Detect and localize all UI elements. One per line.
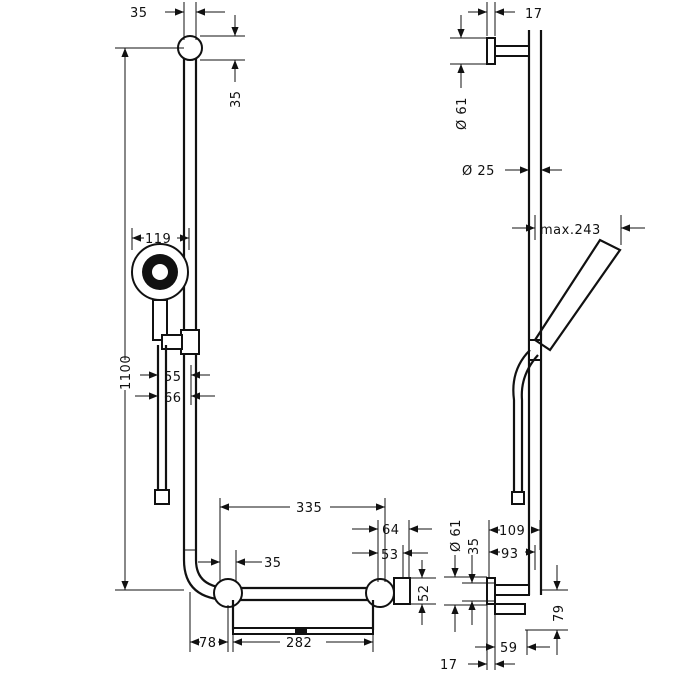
dim-93: 93	[501, 547, 519, 562]
hand-shower	[131, 243, 189, 505]
slider	[180, 329, 200, 355]
dim-78: 78	[199, 636, 217, 651]
side-view: 17 Ø 61 Ø 25 max.243 109 93 Ø 61 35	[440, 2, 645, 673]
dim-52: 52	[417, 584, 432, 602]
dim-79: 79	[552, 604, 567, 622]
dim-35-side: 35	[467, 537, 482, 555]
dim-55: 55	[164, 370, 182, 385]
side-rail	[486, 30, 543, 615]
dim-17-top: 17	[525, 7, 543, 22]
side-hand-shower	[511, 238, 622, 505]
dim-53: 53	[381, 548, 399, 563]
dim-1100: 1100	[119, 355, 134, 390]
shelf	[213, 577, 411, 635]
dim-335: 335	[296, 501, 322, 516]
dim-vertical-35: 35	[229, 90, 244, 108]
dim-diameter-61-bottom: Ø 61	[449, 519, 464, 552]
dim-35-shelf: 35	[264, 556, 282, 571]
dim-17-bottom: 17	[440, 658, 458, 673]
dim-top-35: 35	[130, 6, 148, 21]
front-view: 35 35 1100 119 55 66 335 35	[115, 2, 436, 652]
dim-109: 109	[499, 524, 525, 539]
dim-diameter-25: Ø 25	[462, 164, 495, 179]
dim-66: 66	[164, 391, 182, 406]
dim-282: 282	[286, 636, 312, 651]
dim-max-243: max.243	[540, 223, 601, 238]
dim-diameter-61-top: Ø 61	[455, 97, 470, 130]
vertical-rail	[177, 35, 231, 602]
dim-119: 119	[145, 232, 171, 247]
dim-59: 59	[500, 641, 518, 656]
dim-64: 64	[382, 523, 400, 538]
